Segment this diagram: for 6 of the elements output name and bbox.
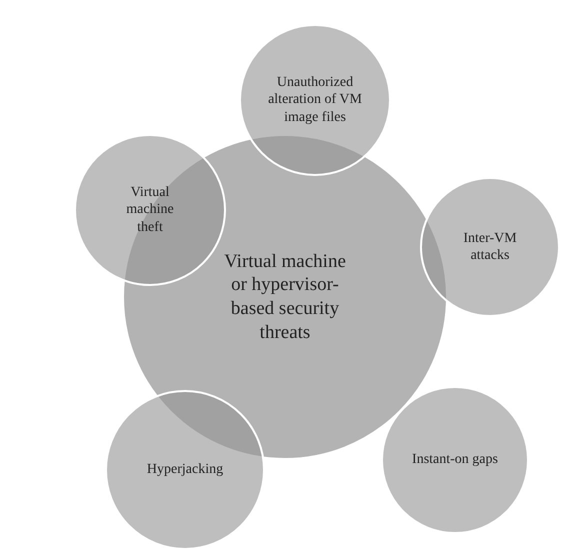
circle-label: Unauthorized alteration of VM image files	[267, 74, 363, 126]
circle-label: Hyperjacking	[146, 461, 224, 479]
circle-label: Virtual machine or hypervisor-based security threats	[223, 250, 347, 344]
circle-label: Instant-on gaps	[411, 451, 499, 469]
circle-label: Inter-VM attacks	[462, 230, 518, 264]
circle-label: Virtual machine theft	[125, 184, 175, 236]
